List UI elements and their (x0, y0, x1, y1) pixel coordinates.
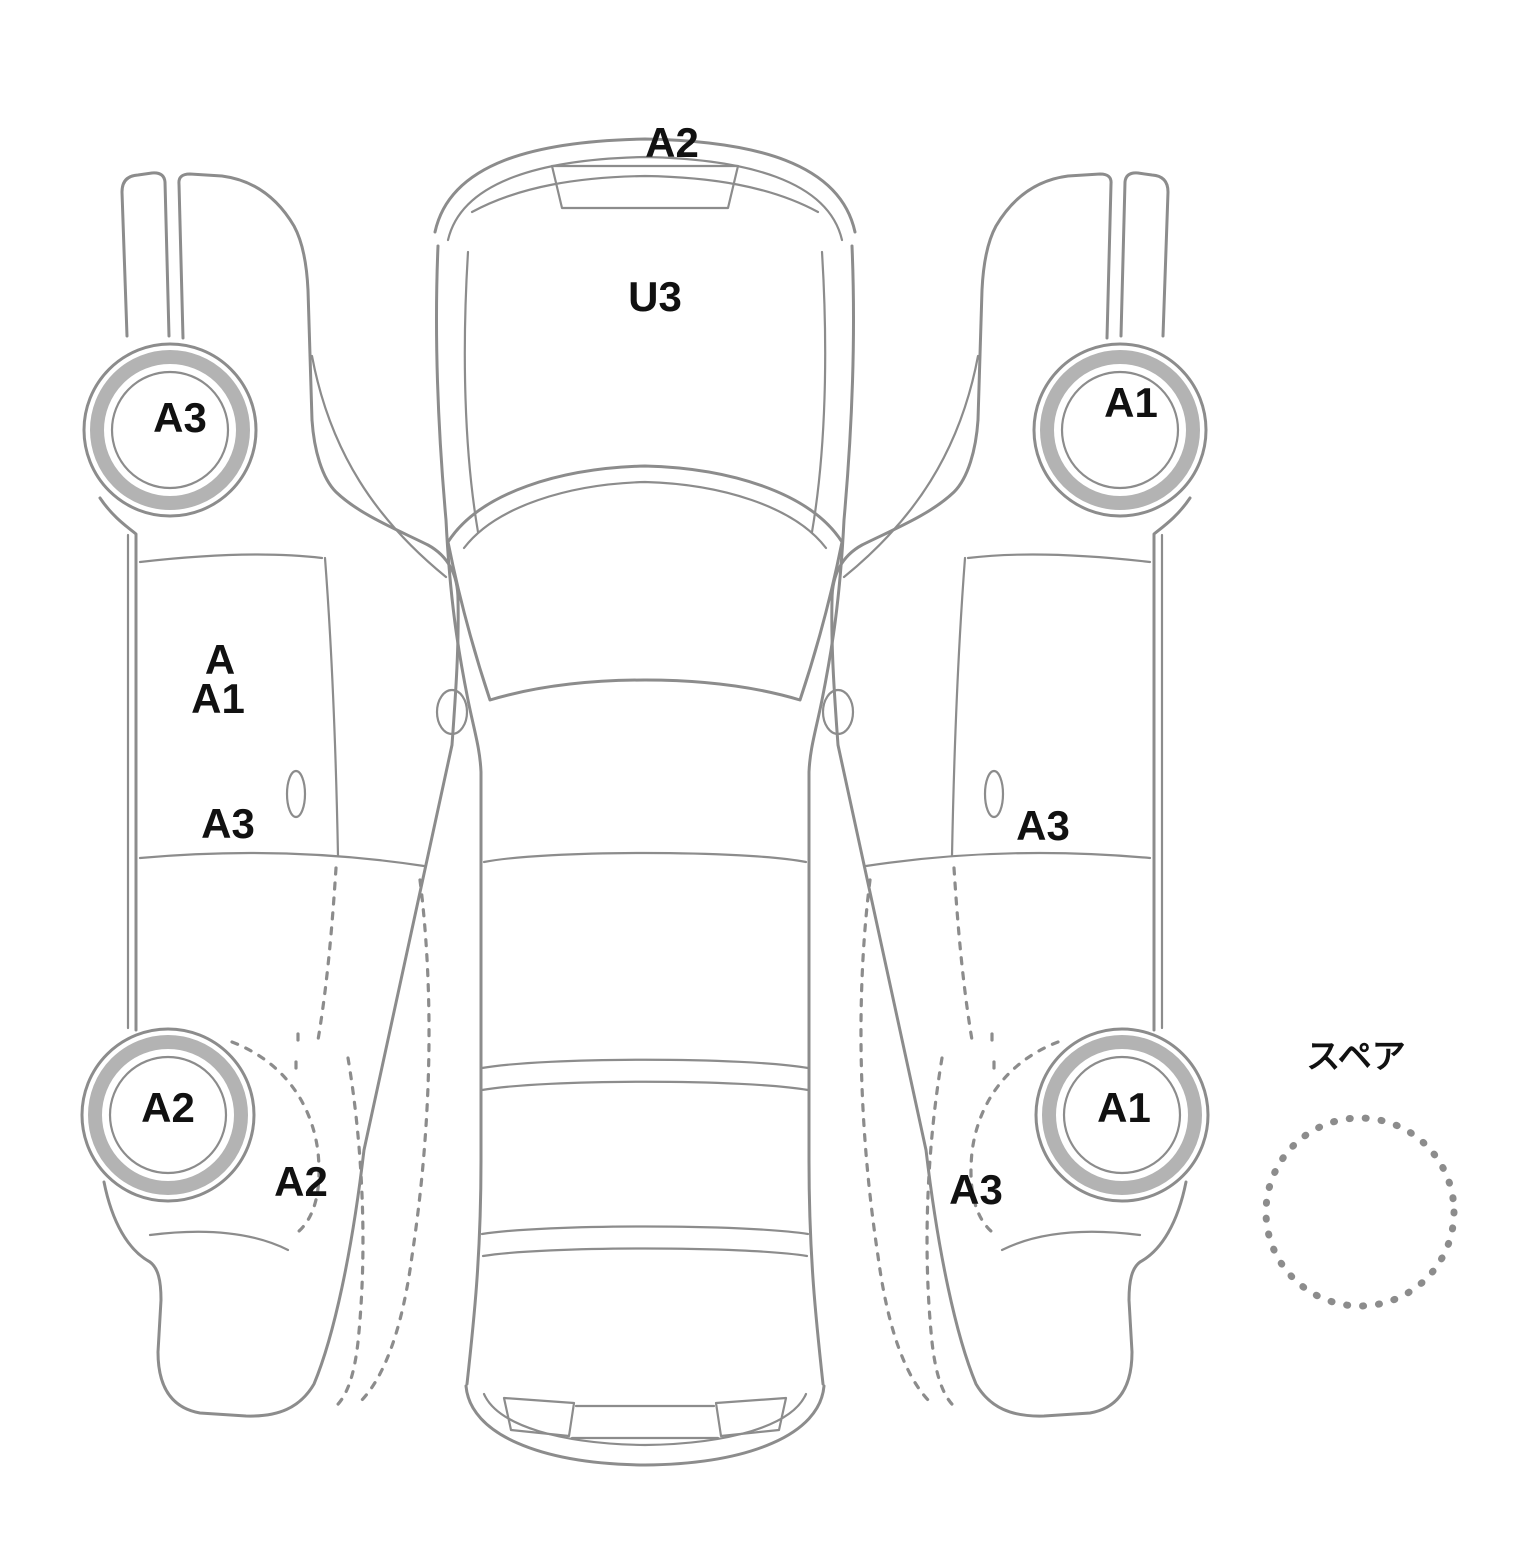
taillight-right-icon (714, 1396, 788, 1438)
roof-line (482, 851, 808, 864)
left-side-view (82, 173, 458, 1416)
front-bumper-strip-line (470, 174, 820, 214)
rear-center-trim-lines (570, 1404, 720, 1440)
right-mirror-icon (821, 688, 855, 736)
label-right-front-wheel: A1 (1104, 379, 1158, 426)
front-grille-outline (550, 164, 740, 210)
label-right-rear-quarter: A3 (949, 1166, 1003, 1213)
label-left-front-wheel: A3 (153, 394, 207, 441)
rear-bumper-outline (464, 1384, 826, 1467)
label-front-bumper: A2 (645, 119, 699, 166)
top-view (433, 137, 857, 1467)
front-bumper-inner-line (446, 155, 844, 242)
windshield-inner-line (462, 480, 828, 550)
body-left-edge (434, 244, 483, 1386)
left-mirror-icon (435, 688, 469, 736)
label-left-door-a1: A1 (191, 675, 245, 722)
label-left-rear-wheel: A2 (141, 1084, 195, 1131)
rear-bumper-inner-line (482, 1392, 808, 1447)
taillight-left-icon (502, 1396, 576, 1438)
body-right-edge (807, 244, 856, 1386)
hood-crease-left (463, 250, 480, 534)
label-left-rear-quarter: A2 (274, 1158, 328, 1205)
spare-tire-dotted-circle (1262, 1114, 1458, 1310)
label-right-rear-wheel: A1 (1097, 1084, 1151, 1131)
label-left-door-a: A (205, 636, 235, 683)
label-right-door: A3 (1016, 802, 1070, 849)
label-hood: U3 (628, 273, 682, 320)
front-bumper-outline (433, 137, 857, 234)
rear-window-top-lines (480, 1058, 810, 1092)
rear-window-bottom-lines (480, 1225, 810, 1258)
spare-tire (1262, 1114, 1458, 1310)
label-spare-tire: スペア (1306, 1038, 1406, 1076)
hood-crease-right (810, 250, 827, 534)
windshield-outline (446, 464, 844, 702)
label-left-door-sill: A3 (201, 800, 255, 847)
right-side-view (832, 173, 1208, 1416)
